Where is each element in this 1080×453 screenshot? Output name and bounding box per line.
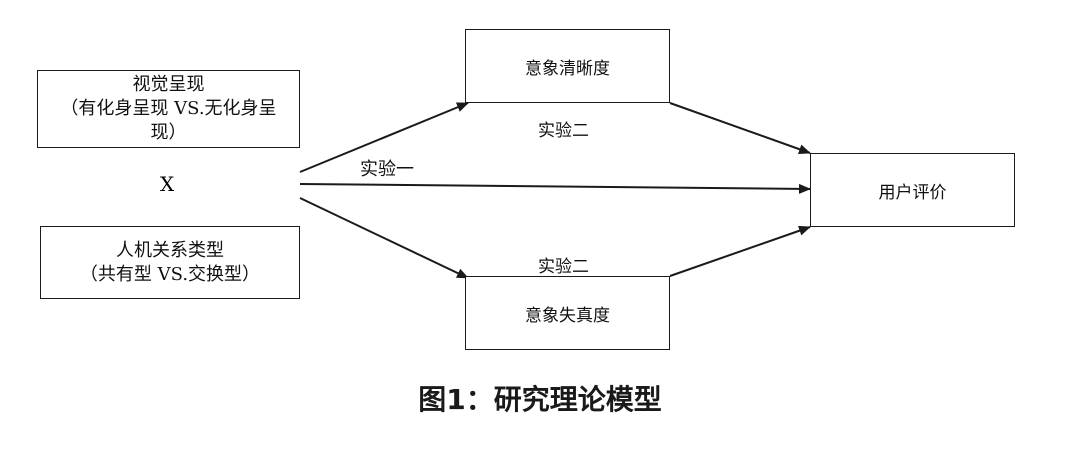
visual-presentation-condition-end: 现）: [150, 122, 187, 143]
experiment-two-top-label: 实验二: [538, 121, 589, 141]
relationship-type-title: 人机关系类型: [116, 239, 224, 261]
relationship-type-condition: （共有型 VS.交换型）: [79, 263, 261, 285]
interaction-operator: X: [160, 172, 175, 196]
visual-presentation-condition: （有化身呈现 VS.无化身呈: [60, 98, 277, 119]
arrow-distortion-to-evaluation: [669, 225, 811, 277]
image-clarity-box: 意象清晰度: [465, 29, 670, 103]
image-clarity-label: 意象清晰度: [525, 58, 610, 79]
experiment-two-bottom-label: 实验二: [538, 257, 589, 277]
image-distortion-box: 意象失真度: [465, 276, 670, 350]
user-evaluation-label: 用户评价: [878, 182, 947, 203]
visual-presentation-title: 视觉呈现: [132, 74, 205, 95]
user-evaluation-box: 用户评价: [810, 153, 1015, 227]
arrow-input-to-distortion: [299, 197, 469, 279]
arrow-input-to-evaluation: [299, 183, 811, 194]
image-distortion-label: 意象失真度: [525, 305, 610, 326]
visual-presentation-box: 视觉呈现 （有化身呈现 VS.无化身呈 现）: [37, 70, 300, 148]
relationship-type-box: 人机关系类型 （共有型 VS.交换型）: [40, 226, 300, 299]
arrow-input-to-clarity: [299, 102, 469, 173]
figure-caption: 图1：研究理论模型: [418, 383, 662, 416]
experiment-one-label: 实验一: [360, 159, 414, 180]
arrow-clarity-to-evaluation: [669, 102, 811, 155]
